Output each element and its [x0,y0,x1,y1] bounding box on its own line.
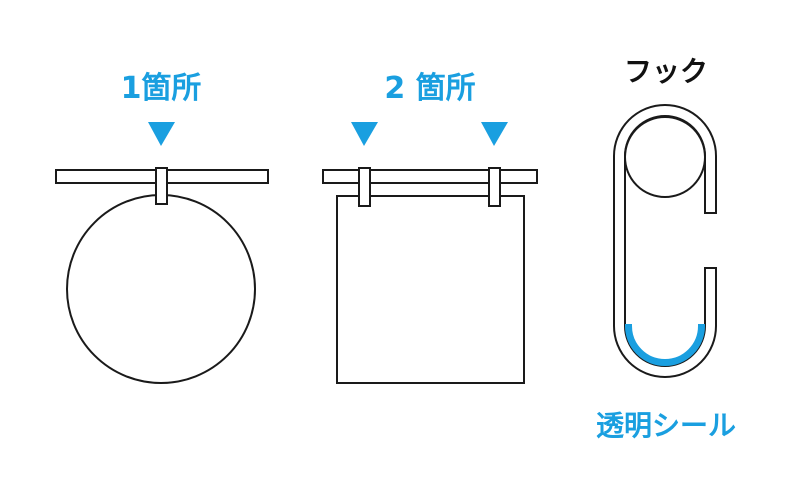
clear-seal [625,324,705,366]
label-clear-seal: 透明シール [595,409,737,442]
arrow-down-icon [148,122,175,146]
round-item [66,194,256,384]
label-one-place: 1箇所 [120,71,202,106]
hanging-rod [322,169,538,184]
arrow-down-icon [481,122,508,146]
clip [488,167,501,207]
label-hook: フック [623,55,709,88]
arrow-down-icon [351,122,378,146]
label-two-places: 2 箇所 [384,71,476,106]
clip [155,167,168,205]
square-item [336,195,525,384]
clip [358,167,371,207]
hook-ring [624,116,706,198]
